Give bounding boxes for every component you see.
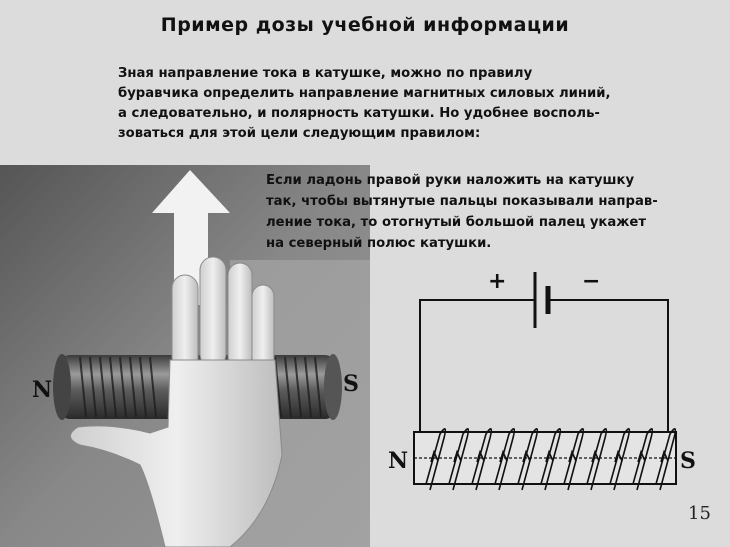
coil-winding bbox=[517, 428, 539, 491]
intro-line: буравчика определить направление магнитн… bbox=[118, 86, 611, 101]
plus-sign: + bbox=[488, 269, 506, 294]
rule-line: ление тока, то отогнутый большой палец у… bbox=[266, 215, 646, 230]
photo-north-label: N bbox=[32, 377, 52, 403]
rule-line: так, чтобы вытянутые пальцы показывали н… bbox=[266, 194, 658, 209]
current-arrow-icon bbox=[522, 449, 531, 463]
current-arrow-icon bbox=[545, 449, 554, 463]
hand bbox=[70, 256, 283, 547]
intro-line: Зная направление тока в катушке, можно п… bbox=[118, 66, 533, 81]
diagram-south-label: S bbox=[680, 448, 696, 474]
rule-line: Если ладонь правой руки наложить на кату… bbox=[266, 173, 635, 188]
current-arrow-icon bbox=[591, 449, 600, 463]
rule-line: на северный полюс катушки. bbox=[266, 236, 492, 251]
rule-paragraph: Если ладонь правой руки наложить на кату… bbox=[266, 170, 696, 254]
coil-winding bbox=[563, 428, 585, 491]
circuit-wire-left bbox=[419, 299, 535, 432]
coil-winding bbox=[425, 428, 447, 491]
coil-windings bbox=[425, 428, 677, 491]
slide-title: Пример дозы учебной информации bbox=[160, 14, 570, 36]
intro-line: а следовательно, и полярность катушки. Н… bbox=[118, 106, 600, 121]
coil-winding bbox=[632, 428, 654, 491]
coil-winding bbox=[655, 428, 677, 491]
coil-winding bbox=[471, 428, 493, 491]
coil-winding bbox=[540, 428, 562, 491]
current-arrow-icon bbox=[568, 449, 577, 463]
coil-winding bbox=[448, 428, 470, 491]
current-arrow-icon bbox=[430, 449, 439, 463]
current-arrow-icon bbox=[637, 449, 646, 463]
circuit-diagram: + − N S bbox=[388, 269, 696, 491]
photo-south-label: S bbox=[343, 371, 359, 397]
intro-line: зоваться для этой цели следующим правило… bbox=[118, 126, 481, 141]
page-number: 15 bbox=[688, 503, 711, 524]
coil-winding bbox=[586, 428, 608, 491]
current-arrow-icon bbox=[476, 449, 485, 463]
coil-winding bbox=[609, 428, 631, 491]
current-arrow-icon bbox=[499, 449, 508, 463]
minus-sign: − bbox=[582, 269, 600, 294]
current-arrow-icon bbox=[453, 449, 462, 463]
current-arrow-icon bbox=[660, 449, 669, 463]
intro-paragraph: Зная направление тока в катушке, можно п… bbox=[118, 64, 658, 144]
coil-winding bbox=[494, 428, 516, 491]
diagram-north-label: N bbox=[388, 448, 408, 474]
circuit-wire-right bbox=[548, 299, 669, 432]
hand-on-coil-illustration: N S bbox=[0, 165, 370, 547]
current-arrow-icon bbox=[614, 449, 623, 463]
up-arrow-icon bbox=[152, 170, 230, 305]
